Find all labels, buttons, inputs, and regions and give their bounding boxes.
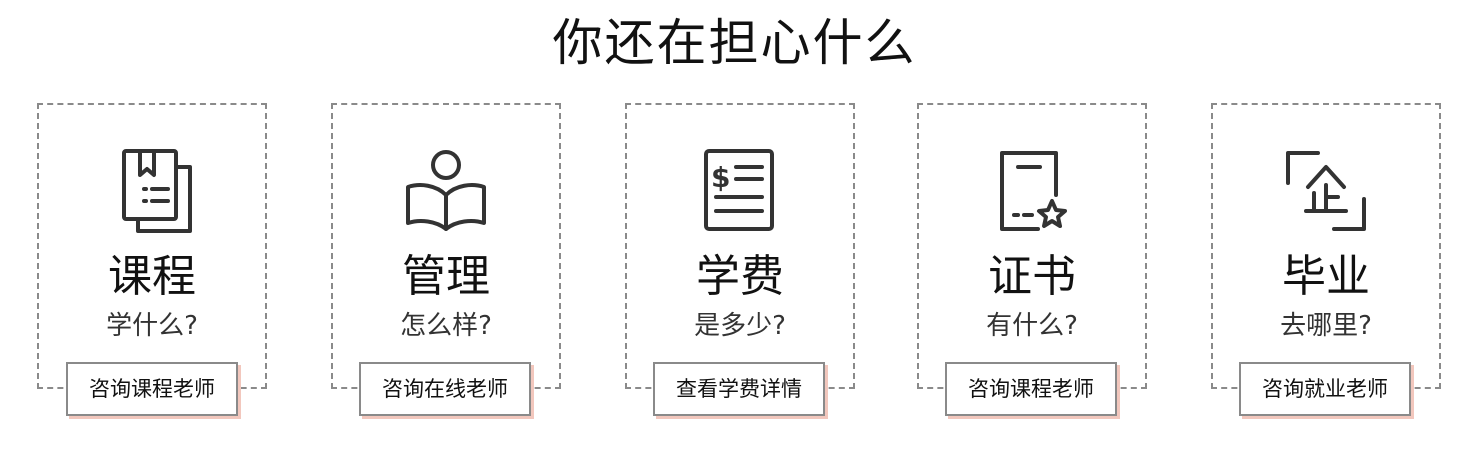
card-graduation: 毕业 去哪里? xyxy=(1211,103,1441,389)
consult-employment-teacher-button[interactable]: 咨询就业老师 xyxy=(1239,362,1411,416)
books-icon xyxy=(104,143,200,239)
card-title: 课程 xyxy=(108,251,196,302)
card-title: 学费 xyxy=(696,251,784,302)
card-certificate: 证书 有什么? xyxy=(917,103,1147,389)
card-subtitle: 有什么? xyxy=(986,311,1078,341)
card-title: 毕业 xyxy=(1282,251,1370,302)
card-management: 管理 怎么样? xyxy=(331,103,561,389)
page-title: 你还在担心什么 xyxy=(552,14,917,72)
consult-course-teacher-button[interactable]: 咨询课程老师 xyxy=(66,362,238,416)
card-title: 管理 xyxy=(402,251,490,302)
card-subtitle: 学什么? xyxy=(106,311,198,341)
card-subtitle: 怎么样? xyxy=(400,311,492,341)
certificate-icon xyxy=(984,143,1080,239)
consult-online-teacher-button[interactable]: 咨询在线老师 xyxy=(359,362,531,416)
svg-text:$: $ xyxy=(711,161,730,194)
card-subtitle: 是多少? xyxy=(694,311,786,341)
card-tuition: $ 学费 是多少? xyxy=(625,103,855,389)
card-subtitle: 去哪里? xyxy=(1280,311,1372,341)
consult-course-teacher-button[interactable]: 咨询课程老师 xyxy=(945,362,1117,416)
card-course: 课程 学什么? xyxy=(37,103,267,389)
reading-person-icon xyxy=(398,143,494,239)
view-tuition-details-button[interactable]: 查看学费详情 xyxy=(653,362,825,416)
fee-document-icon: $ xyxy=(692,143,788,239)
enterprise-icon xyxy=(1278,143,1374,239)
card-title: 证书 xyxy=(988,251,1076,302)
